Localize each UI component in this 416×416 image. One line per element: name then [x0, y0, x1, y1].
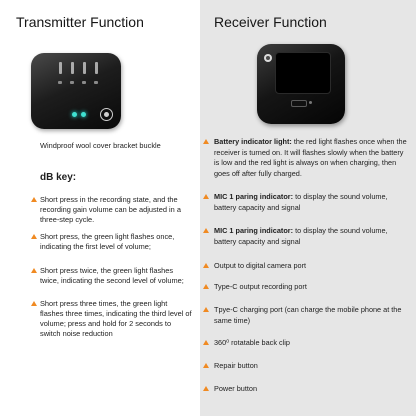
db-key-item: Short press, the green light flashes onc…: [40, 232, 175, 251]
receiver-item-label: MIC 1 paring indicator:: [214, 226, 294, 235]
transmitter-led-mark: [58, 81, 62, 84]
receiver-item: MIC 1 paring indicator: to display the s…: [214, 192, 410, 213]
receiver-item: Output to digital camera port: [214, 261, 307, 270]
transmitter-device-image: [31, 53, 121, 129]
receiver-screen: [275, 52, 331, 94]
bullet-triangle-icon: [203, 386, 209, 391]
bullet-triangle-icon: [203, 284, 209, 289]
receiver-item-label: Battery indicator light:: [214, 137, 292, 146]
transmitter-panel: Transmitter Function Windproof wool cove…: [0, 0, 200, 416]
bullet-triangle-icon: [31, 197, 37, 202]
transmitter-led: [71, 62, 74, 74]
receiver-item-text: to display the sound volume, battery cap…: [214, 226, 388, 246]
transmitter-led: [83, 62, 86, 74]
bullet-triangle-icon: [31, 301, 37, 306]
receiver-item-label: MIC 1 paring indicator:: [214, 192, 294, 201]
receiver-title: Receiver Function: [214, 14, 327, 30]
receiver-item: Battery indicator light: the red light f…: [214, 137, 410, 179]
db-key-item: Short press in the recording state, and …: [40, 195, 181, 224]
transmitter-title: Transmitter Function: [16, 14, 144, 30]
receiver-item-text: to display the sound volume, battery cap…: [214, 192, 388, 212]
receiver-device-image: [257, 44, 345, 124]
indicator-light-icon: [70, 110, 88, 118]
indicator-dot-icon: [309, 101, 312, 104]
receiver-item: Type-C output recording port: [214, 282, 307, 291]
receiver-item: MIC 1 paring indicator: to display the s…: [214, 226, 410, 247]
transmitter-led: [59, 62, 62, 74]
bullet-triangle-icon: [203, 263, 209, 268]
receiver-item: Repair button: [214, 361, 258, 370]
bullet-triangle-icon: [203, 139, 209, 144]
receiver-item: Tpye-C charging port (can charge the mob…: [214, 305, 402, 325]
db-key-item: Short press twice, the green light flash…: [40, 266, 184, 285]
db-key-heading: dB key:: [40, 172, 77, 183]
bullet-triangle-icon: [203, 307, 209, 312]
transmitter-led: [95, 62, 98, 74]
bullet-triangle-icon: [31, 268, 37, 273]
bullet-triangle-icon: [203, 194, 209, 199]
bullet-triangle-icon: [203, 228, 209, 233]
transmitter-caption: Windproof wool cover bracket buckle: [40, 141, 161, 150]
usb-port-icon: [291, 100, 307, 107]
receiver-item: Power button: [214, 384, 257, 393]
transmitter-led-mark: [94, 81, 98, 84]
bullet-triangle-icon: [203, 363, 209, 368]
bullet-triangle-icon: [31, 234, 37, 239]
transmitter-led-mark: [70, 81, 74, 84]
power-button-icon: [264, 54, 272, 62]
receiver-item: 360⁰ rotatable back clip: [214, 338, 290, 347]
receiver-item-text: the red light flashes once when the rece…: [214, 137, 407, 178]
transmitter-led-mark: [82, 81, 86, 84]
bullet-triangle-icon: [203, 340, 209, 345]
receiver-panel: Receiver Function Battery indicator ligh…: [200, 0, 416, 416]
db-key-item: Short press three times, the green light…: [40, 299, 192, 338]
brand-logo-icon: [100, 108, 113, 121]
